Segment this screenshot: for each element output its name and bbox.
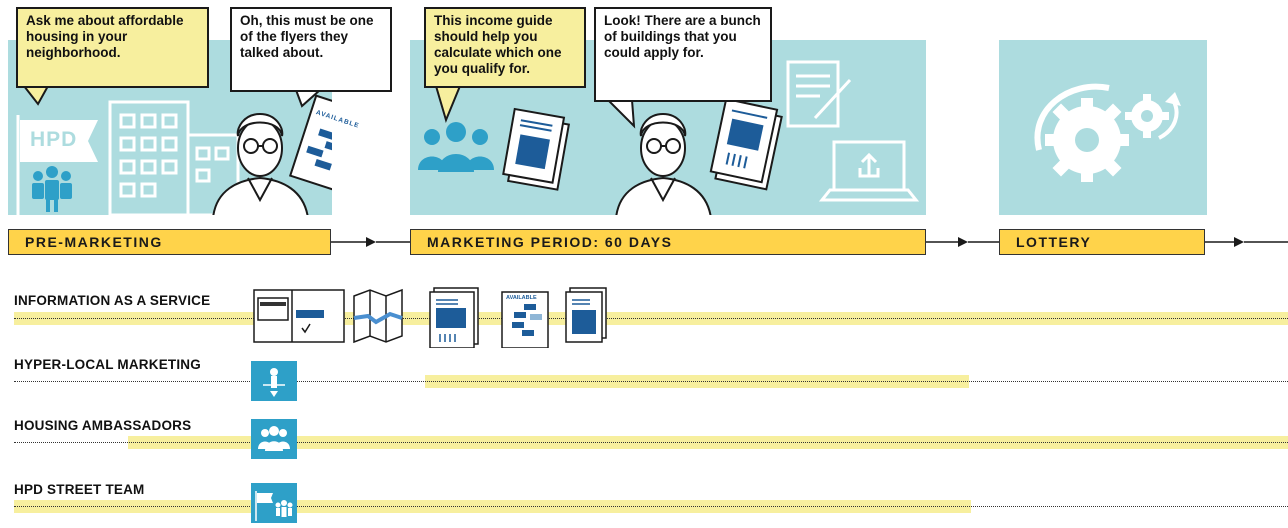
- row-label-ambassadors: HOUSING AMBASSADORS: [14, 418, 192, 433]
- application-form-icon: [786, 60, 852, 128]
- people-group-icon: [32, 166, 72, 212]
- guide-document-icon: [565, 287, 607, 343]
- phase-pre-marketing: PRE-MARKETING: [8, 229, 331, 255]
- ambassadors-group-icon: [418, 122, 494, 172]
- speech-bubble-ambassador: Ask me about affordable housing in your …: [16, 7, 209, 88]
- hyper-local-dotted-line: [14, 381, 1288, 382]
- buildings-icon: [108, 100, 240, 215]
- building-listings-icon: [709, 97, 783, 191]
- location-pin-person-icon: [263, 368, 285, 397]
- timeline-arrows: [331, 237, 1288, 247]
- ambassadors-dotted-line: [14, 442, 1288, 443]
- row-label-information: INFORMATION AS A SERVICE: [14, 293, 211, 308]
- phase-marketing-period: MARKETING PERIOD: 60 DAYS: [410, 229, 926, 255]
- row-label-hyper-local: HYPER-LOCAL MARKETING: [14, 357, 201, 372]
- ambassadors-tile: [251, 419, 297, 459]
- hpd-street-team-icon: [255, 491, 293, 521]
- street-team-tile: [251, 483, 297, 523]
- lottery-gears-icon: [1034, 83, 1181, 182]
- person-icon: [212, 112, 309, 215]
- hyper-local-tile: [251, 361, 297, 401]
- speech-bubble-buildings: Look! There are a bunch of buildings tha…: [594, 7, 772, 102]
- marketing-illustration: [418, 60, 920, 215]
- ambassadors-icon: [258, 426, 290, 451]
- hpd-flag-label: HPD: [30, 128, 78, 151]
- income-guide-icon: [502, 107, 571, 191]
- person-icon: [615, 112, 712, 215]
- available-flyer-icon: AVAILABLE: [501, 291, 549, 348]
- hpd-flag-icon: [16, 115, 98, 215]
- information-dotted-line: [14, 318, 1288, 319]
- pre-marketing-illustration: [16, 94, 332, 215]
- map-icon: [353, 288, 403, 344]
- phase-lottery: LOTTERY: [999, 229, 1205, 255]
- info-packet-icon: [253, 289, 345, 343]
- listings-icon: [429, 287, 479, 348]
- speech-bubble-flyer: Oh, this must be one of the flyers they …: [230, 7, 392, 92]
- street-team-dotted-line: [14, 506, 1288, 507]
- speech-bubble-income-guide: This income guide should help you calcul…: [424, 7, 586, 88]
- bubble-tails: [21, 85, 636, 129]
- row-label-street-team: HPD STREET TEAM: [14, 482, 145, 497]
- available-flyer-icon: [288, 94, 332, 194]
- information-icons: AVAILABLE: [253, 287, 607, 348]
- svg-text:AVAILABLE: AVAILABLE: [506, 295, 537, 301]
- laptop-upload-icon: [818, 140, 920, 202]
